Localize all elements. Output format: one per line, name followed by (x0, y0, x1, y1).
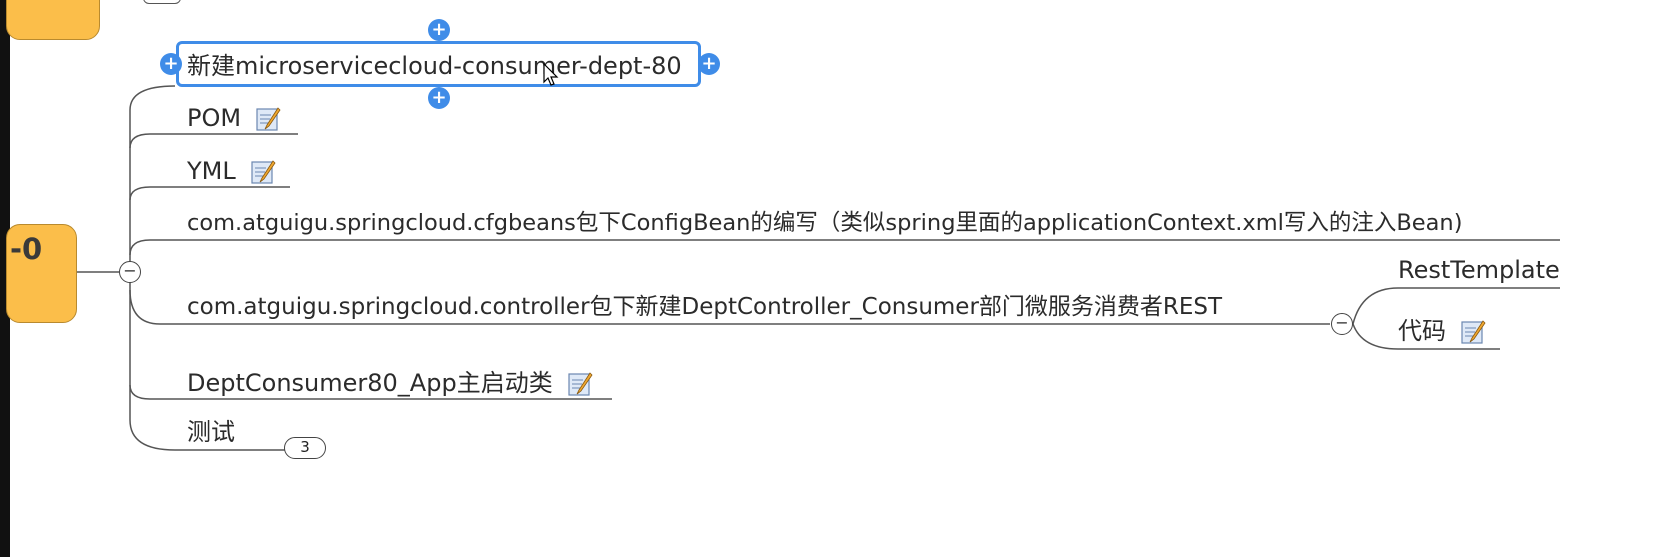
collapse-minus-icon[interactable]: − (1331, 313, 1353, 335)
topic-pom[interactable]: POM (187, 103, 281, 133)
add-plus-icon[interactable]: + (428, 19, 450, 41)
note-pencil-icon[interactable] (255, 106, 281, 132)
add-plus-icon[interactable]: + (698, 53, 720, 75)
topic-yml-label: YML (187, 157, 236, 185)
note-pencil-icon[interactable] (250, 159, 276, 185)
mouse-cursor-icon (543, 63, 559, 86)
window-left-edge (0, 0, 10, 557)
subtopic-code-label: 代码 (1398, 317, 1446, 345)
topic-controller[interactable]: com.atguigu.springcloud.controller包下新建De… (187, 294, 1223, 320)
note-pencil-icon[interactable] (567, 371, 593, 397)
topic-new-module[interactable]: 新建microservicecloud-consumer-dept-80 (187, 52, 682, 80)
topic-pom-label: POM (187, 104, 242, 132)
topic-test[interactable]: 测试 (187, 418, 235, 446)
topic-config-bean[interactable]: com.atguigu.springcloud.cfgbeans包下Config… (187, 210, 1463, 236)
note-pencil-icon[interactable] (1460, 319, 1486, 345)
add-plus-icon[interactable]: + (160, 53, 182, 75)
subtopic-resttemplate[interactable]: RestTemplate (1398, 256, 1560, 284)
central-topic[interactable] (6, 224, 77, 323)
central-topic-label: -0 (10, 232, 43, 266)
topic-yml[interactable]: YML (187, 156, 276, 186)
topic-main-app-label: DeptConsumer80_App主启动类 (187, 369, 553, 397)
add-plus-icon[interactable]: + (428, 87, 450, 109)
collapse-minus-icon[interactable]: − (119, 261, 141, 283)
topic-main-app-class[interactable]: DeptConsumer80_App主启动类 (187, 368, 593, 398)
partial-topic-above[interactable] (6, 0, 100, 40)
collapsed-count-badge[interactable]: 3 (284, 437, 326, 459)
subtopic-code[interactable]: 代码 (1398, 316, 1486, 346)
